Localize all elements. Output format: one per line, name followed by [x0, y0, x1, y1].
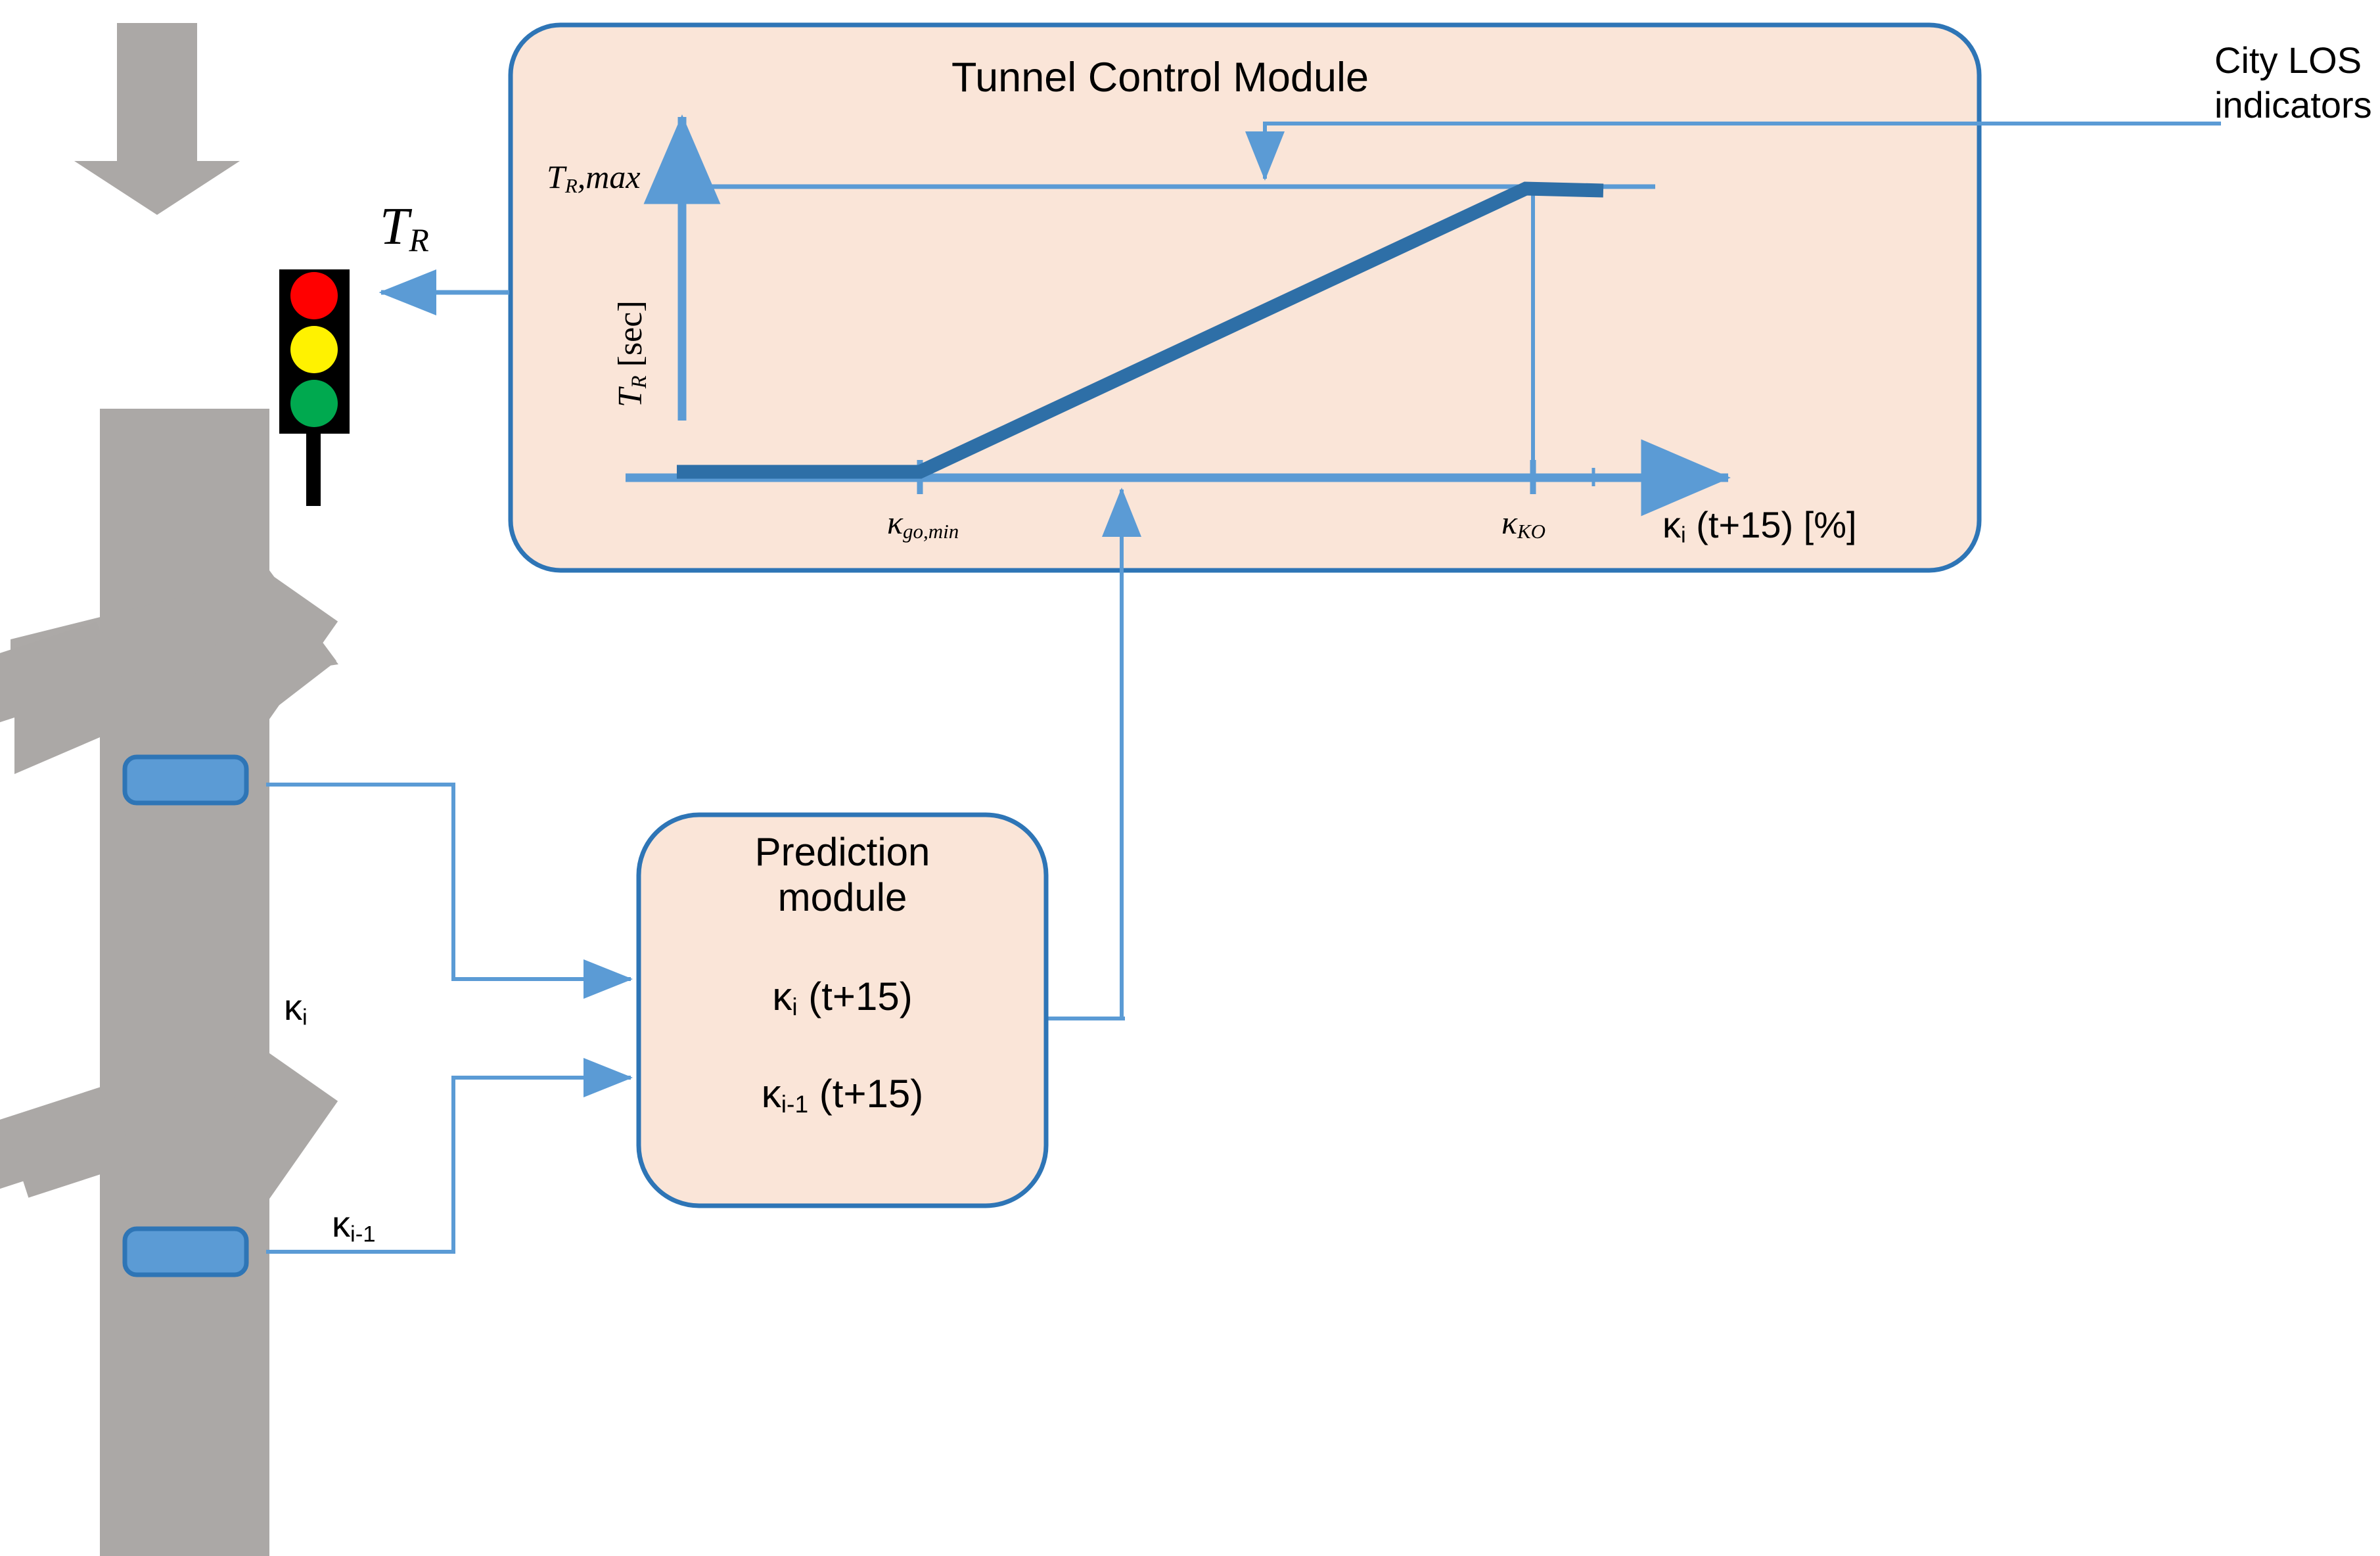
chart-x-tick-label-kappa-ko: κKO [1501, 504, 1546, 543]
city-los-connector [1245, 122, 2221, 181]
city-los-indicators-label: City LOS indicators [2214, 38, 2372, 128]
tunnel-control-module-title: Tunnel Control Module [951, 55, 1369, 101]
prediction-module-title-line2: module [777, 875, 907, 919]
kappa-i-connector [266, 783, 633, 999]
city-los-line2: indicators [2214, 84, 2372, 126]
tr-signal-label: TR [380, 198, 429, 258]
kappa-i-road-label: κi [284, 986, 308, 1030]
prediction-module-title: Prediction module [639, 829, 1046, 920]
prediction-module-output-kim1: κi-1 (t+15) [761, 1072, 924, 1118]
side-road-bands [0, 570, 338, 743]
prediction-module-box[interactable] [636, 812, 1049, 1208]
kappa-im1-connector [266, 1058, 633, 1254]
traffic-flow-arrow-icon [74, 23, 240, 215]
prediction-module-output-ki: κi (t+15) [772, 974, 913, 1021]
chart-y-tick-label-trmax: TR,max [547, 158, 641, 197]
city-los-line1: City LOS [2214, 39, 2362, 81]
chart-x-tick-label-kappa-go-min: κgo,min [887, 504, 959, 543]
chart-x-axis-label: κi (t+15) [%] [1662, 504, 1857, 548]
tr-control-curve [677, 181, 1604, 479]
traffic-light-icon [279, 269, 350, 506]
side-road-bands-lower [0, 1051, 338, 1210]
kappa-im1-road-label: κi-1 [332, 1203, 376, 1247]
tunnel-control-module-box[interactable] [508, 22, 1982, 573]
prediction-module-title-line1: Prediction [754, 830, 930, 874]
detector-upper[interactable] [122, 754, 249, 806]
detector-lower[interactable] [122, 1226, 249, 1277]
